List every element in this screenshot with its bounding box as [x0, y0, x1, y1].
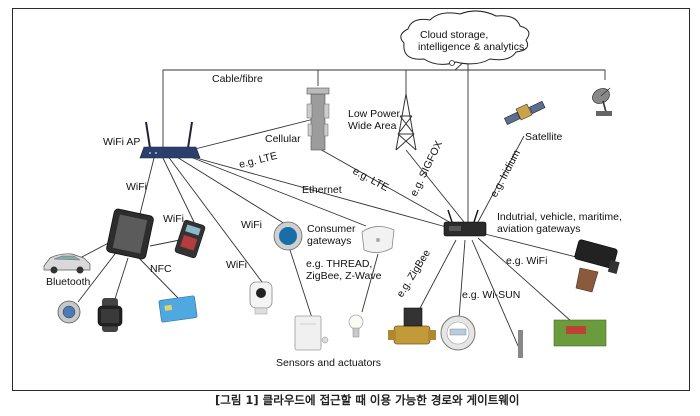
- sensors-label: Sensors and actuators: [276, 357, 381, 369]
- lte-label-2: e.g. LTE: [351, 165, 391, 194]
- lte-label-1: e.g. LTE: [238, 150, 279, 171]
- car-icon: [43, 253, 91, 274]
- phone-card-line: [135, 254, 179, 299]
- industrial-gateway-icon: [443, 209, 487, 237]
- gauge-icon: [57, 300, 81, 324]
- ap-camera-line: [166, 154, 263, 283]
- gw-drone-line: [477, 237, 573, 323]
- lpwa-label-1: Low Power: [348, 108, 400, 120]
- ap-thermostat-line: [171, 153, 286, 225]
- ap-terminal-line: [161, 155, 195, 223]
- cellular-label: Cellular: [265, 133, 301, 145]
- bluetooth-label: Bluetooth: [46, 276, 91, 288]
- thermostat-icon: [273, 221, 303, 251]
- satellite-icon: [503, 100, 546, 125]
- phone-watch-line: [113, 257, 129, 303]
- smartphone-icon: [106, 208, 154, 260]
- satellite-label: Satellite: [525, 131, 563, 143]
- nfc-label: NFC: [150, 263, 172, 275]
- wifi-label-4: WiFi: [226, 259, 247, 271]
- gw-meter-line: [458, 239, 466, 319]
- wifi-ap-icon: [139, 121, 201, 159]
- connection-lines: [77, 57, 606, 356]
- post-icon: [518, 330, 523, 358]
- cable-fibre-label: Cable/fibre: [212, 73, 263, 85]
- consumer-label-2: gateways: [307, 235, 351, 247]
- figure-caption: [그림 1] 클라우드에 접근할 때 이용 가능한 경로와 게이트웨이: [215, 393, 519, 407]
- egwifi-label: e.g. WiFi: [506, 255, 547, 267]
- thread-label-1: e.g. THREAD,: [306, 258, 372, 270]
- ap-phone-line: [139, 153, 156, 215]
- electric-meter-icon: [440, 315, 476, 351]
- phone-meter-line: [77, 249, 119, 303]
- home-camera-icon: [249, 281, 273, 315]
- credit-card-icon: [158, 295, 198, 323]
- thread-label-2: ZigBee, Z-Wave: [306, 270, 382, 282]
- iridium-label: e.g. Iridium: [488, 148, 523, 200]
- industrial-label-1: Indutrial, vehicle, maritime,: [497, 211, 622, 223]
- ethernet-label: Ethernet: [302, 184, 342, 196]
- wifi-label-2: WiFi: [163, 213, 184, 225]
- ap-hub-line: [182, 153, 367, 227]
- wifi-label-1: WiFi: [126, 181, 147, 193]
- lte-industrial-line: [317, 147, 461, 229]
- home-hub-icon: [361, 226, 395, 253]
- lpwa-label-2: Wide Area: [348, 120, 397, 132]
- industrial-camera-icon: [574, 239, 620, 293]
- ap-cellular-line: [194, 117, 319, 150]
- satellite-dish-icon: [592, 87, 612, 116]
- phone-terminal-line: [149, 239, 181, 247]
- cellular-tower-icon: [306, 87, 330, 151]
- gw-post-line: [471, 239, 523, 356]
- gw-valve-line: [417, 239, 457, 313]
- iridium-line: [477, 135, 525, 223]
- field-drone-icon: [553, 319, 607, 347]
- sigfox-line: [405, 149, 465, 223]
- thermostat-sensor-line: [289, 249, 313, 319]
- hub-bulb-line: [361, 253, 379, 313]
- valve-icon: [388, 307, 436, 345]
- wifi-label-3: WiFi: [241, 219, 262, 231]
- cloud-icon: [400, 10, 530, 66]
- consumer-label-1: Consumer: [307, 223, 356, 235]
- sensor-box-icon: [294, 315, 329, 351]
- lattice-tower-icon: [395, 93, 417, 151]
- ethernet-line: [177, 152, 451, 229]
- cloud-label-1: Cloud storage,: [420, 29, 488, 41]
- cable-fibre-line: [162, 69, 606, 148]
- smartwatch-icon: [97, 298, 123, 332]
- wisun-label: e.g. Wi-SUN: [462, 289, 520, 301]
- payment-terminal-icon: [174, 219, 206, 259]
- zigbee-label: e.g. ZigBee: [394, 248, 433, 300]
- cloud-label-2: intelligence & analytics: [418, 41, 524, 53]
- wifi-ap-label: WiFi AP: [103, 136, 140, 148]
- light-bulb-icon: [348, 314, 364, 338]
- industrial-label-2: aviation gateways: [497, 223, 580, 235]
